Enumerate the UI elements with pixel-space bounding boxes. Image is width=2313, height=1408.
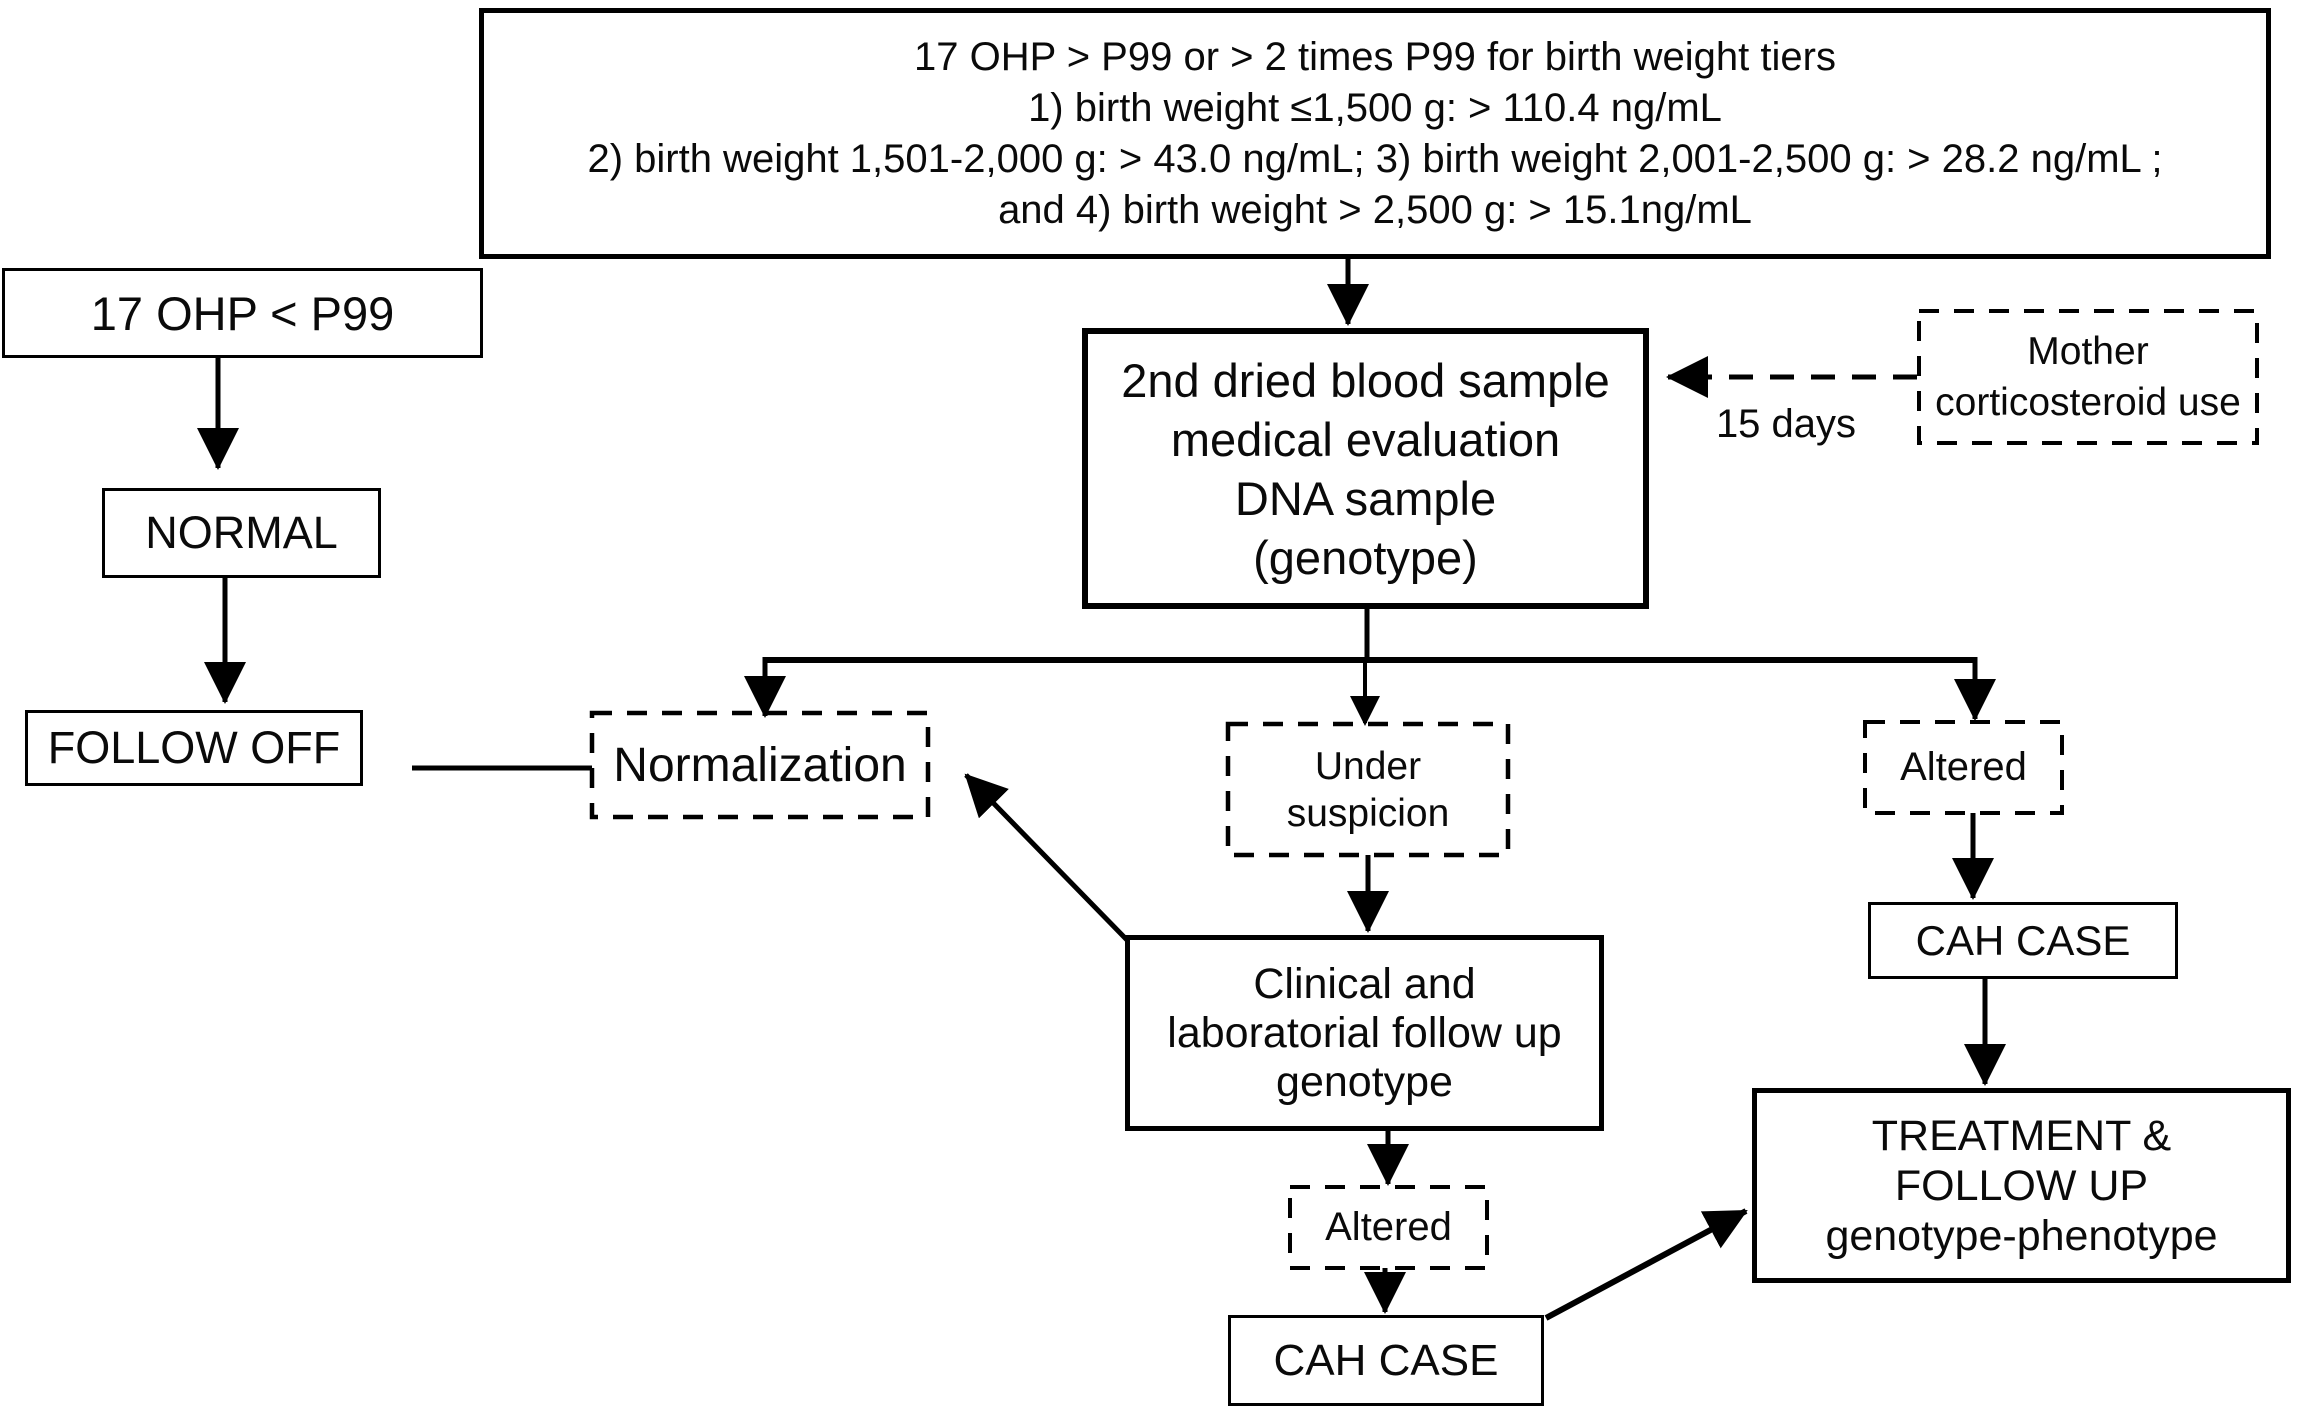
altered-right-box-border: [1863, 720, 2064, 815]
mother-line-2: corticosteroid use: [1935, 381, 2241, 424]
normal-box: NORMAL: [102, 488, 381, 578]
normalization-box-border: [589, 710, 931, 820]
treatment-line-2: FOLLOW UP: [1894, 1161, 2149, 1210]
clinical-line-1: Clinical and: [1253, 959, 1476, 1008]
under-suspicion-line-2: suspicion: [1286, 791, 1450, 835]
criteria-line-3: 2) birth weight 1,501-2,000 g: > 43.0 ng…: [587, 136, 2163, 181]
altered-right-text: Altered: [1900, 745, 2027, 789]
recall-interval-label: 15 days: [1686, 400, 1886, 448]
cah-case-right-label: CAH CASE: [1915, 916, 2131, 964]
cah-case-followup-box: CAH CASE: [1228, 1315, 1544, 1406]
cah-case-followup-label: CAH CASE: [1273, 1335, 1499, 1385]
altered-followup-text: Altered: [1325, 1205, 1452, 1249]
follow-off-box: FOLLOW OFF: [25, 710, 363, 786]
criteria-line-1: 17 OHP > P99 or > 2 times P99 for birth …: [914, 34, 1836, 79]
mother-line-1: Mother: [2027, 330, 2149, 373]
second-sample-line-3: DNA sample: [1234, 471, 1497, 525]
second-sample-line-4: (genotype): [1253, 530, 1478, 584]
under-suspicion-box: Under suspicion: [1228, 724, 1508, 855]
second-sample-line-2: medical evaluation: [1170, 412, 1561, 466]
second-sample-box: 2nd dried blood sample medical evaluatio…: [1082, 328, 1649, 609]
criteria-box: 17 OHP > P99 or > 2 times P99 for birth …: [479, 8, 2271, 259]
second-sample-line-1: 2nd dried blood sample: [1121, 353, 1610, 407]
clinical-line-3: genotype: [1276, 1057, 1453, 1106]
normalization-text: Normalization: [613, 738, 907, 792]
diagonal-arrow-cah-case-to-treatment: [1544, 1208, 1748, 1321]
treatment-line-3: genotype-phenotype: [1825, 1211, 2218, 1260]
diagonal-arrow-clinical-to-normalization: [964, 773, 1129, 942]
low-ohp-label: 17 OHP < P99: [90, 286, 395, 340]
mother-corticosteroid-box: Mother corticosteroid use: [1919, 311, 2257, 443]
normal-label: NORMAL: [145, 507, 338, 558]
altered-followup-box: Altered: [1290, 1187, 1487, 1268]
treatment-box: TREATMENT & FOLLOW UP genotype-phenotype: [1752, 1088, 2291, 1283]
criteria-line-4: and 4) birth weight > 2,500 g: > 15.1ng/…: [998, 187, 1752, 232]
criteria-line-2: 1) birth weight ≤1,500 g: > 110.4 ng/mL: [1028, 85, 1722, 130]
clinical-followup-box: Clinical and laboratorial follow up geno…: [1125, 935, 1604, 1131]
altered-right-box: Altered: [1865, 722, 2062, 813]
low-ohp-box: 17 OHP < P99: [2, 268, 483, 358]
normalization-box: Normalization: [592, 713, 928, 817]
treatment-line-1: TREATMENT &: [1871, 1111, 2172, 1160]
mother-box-border: [1917, 309, 2259, 445]
cah-case-right-box: CAH CASE: [1868, 902, 2178, 979]
under-suspicion-line-1: Under: [1314, 744, 1422, 788]
clinical-line-2: laboratorial follow up: [1167, 1008, 1562, 1057]
recall-interval-text: 15 days: [1715, 401, 1857, 446]
follow-off-label: FOLLOW OFF: [47, 722, 341, 773]
